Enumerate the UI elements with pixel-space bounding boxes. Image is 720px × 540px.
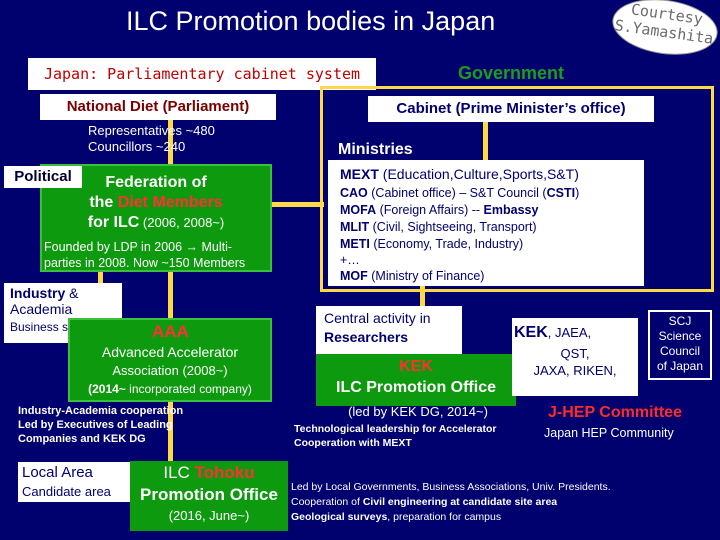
industry-academia-box: Industry & Academia Business sector bbox=[4, 283, 122, 343]
led-line1: Led by Local Governments, Business Assoc… bbox=[291, 481, 611, 493]
scj-line1: SCJ bbox=[668, 314, 692, 328]
institutes-line1: KEK, JAEA, bbox=[514, 324, 592, 341]
ministry-mlit: MLIT (Civil, Sightseeing, Transport) bbox=[340, 220, 537, 234]
political-label: Political bbox=[4, 166, 82, 188]
industry-label: Industry & bbox=[10, 285, 79, 301]
connector-ministries bbox=[483, 122, 488, 162]
government-box bbox=[320, 86, 714, 292]
ministry-others: +… bbox=[340, 253, 360, 267]
universities: Universities bbox=[529, 380, 621, 397]
cabinet: Cabinet (Prime Minister’s office) bbox=[368, 96, 654, 122]
central-activity-box: Central activity in Researchers bbox=[316, 306, 462, 356]
led-line2: Cooperation of Civil engineering at cand… bbox=[291, 496, 558, 508]
led-line3: Geological surveys, preparation for camp… bbox=[291, 511, 502, 523]
scj-line4: of Japan bbox=[656, 359, 704, 373]
local-led-description: Led by Local Governments, Business Assoc… bbox=[291, 480, 611, 525]
aaa-name: AAA bbox=[152, 322, 189, 341]
scj-line2: Science bbox=[658, 329, 702, 343]
kek-office-led: (led by KEK DG, 2014~) bbox=[348, 404, 488, 419]
candidate-area-label: Candidate area bbox=[22, 484, 111, 499]
aaa-line1: Advanced Accelerator bbox=[101, 344, 239, 360]
research-institutes-box: KEK, JAEA, QST, JAXA, RIKEN, bbox=[512, 318, 638, 396]
councillors: Councillors ~240 bbox=[88, 139, 186, 154]
federation-founded-2: parties in 2008. Now ~150 Members bbox=[44, 256, 246, 270]
tohoku-line3: (2016, June~) bbox=[168, 508, 250, 523]
federation-founded-1: Founded by LDP in 2006 → Multi- bbox=[44, 240, 233, 254]
iac-line2: Led by Executives of Leading bbox=[18, 419, 173, 431]
local-area-box: Local Area Candidate area bbox=[18, 462, 130, 502]
ministry-mofa: MOFA (Foreign Affairs) -- Embassy bbox=[340, 203, 539, 217]
ilc-tohoku-office: ILC Tohoku Promotion Office (2016, June~… bbox=[130, 461, 288, 531]
local-area-label: Local Area bbox=[22, 464, 93, 481]
federation-line3: for ILC (2006, 2008~) bbox=[87, 214, 225, 231]
page-title: ILC Promotion bodies in Japan bbox=[126, 6, 496, 36]
kek-office-title: ILC Promotion Office bbox=[336, 379, 496, 396]
federation-line1: Federation of bbox=[105, 174, 207, 191]
diet-members: Representatives ~480 Councillors ~240 bbox=[88, 123, 215, 155]
aaa-line2: Association (2008~) bbox=[112, 363, 228, 378]
scj-line3: Council bbox=[659, 344, 701, 358]
institutes-jaxa: JAXA, RIKEN, bbox=[533, 363, 617, 378]
kek-promotion-office: KEK ILC Promotion Office bbox=[316, 354, 516, 406]
institutes-qst: QST, bbox=[560, 346, 590, 361]
central-line2: Researchers bbox=[324, 329, 409, 345]
connector-horizontal bbox=[272, 202, 324, 207]
government-label: Government bbox=[458, 63, 565, 83]
ministry-meti: METI (Economy, Trade, Industry) bbox=[340, 237, 524, 251]
technological-leadership: Technological leadership for Accelerator… bbox=[294, 422, 496, 450]
aaa-box: AAA Advanced Accelerator Association (20… bbox=[68, 318, 272, 402]
aaa-line3: (2014~ incorporated company) bbox=[88, 382, 252, 396]
federation-box: Federation of the Diet Members for ILC (… bbox=[40, 164, 272, 272]
system-label: Japan: Parliamentary cabinet system bbox=[28, 58, 376, 90]
national-diet: National Diet (Parliament) bbox=[40, 94, 276, 120]
tech-line2: Cooperation with MEXT bbox=[294, 437, 412, 449]
tohoku-line2: Promotion Office bbox=[140, 485, 278, 504]
ministry-mof: MOF (Ministry of Finance) bbox=[340, 269, 485, 283]
industry-academia-cooperation: Industry-Academia cooperation Led by Exe… bbox=[18, 404, 183, 446]
federation-line2: the Diet Members bbox=[89, 194, 223, 211]
tohoku-line1: ILC Tohoku bbox=[163, 463, 255, 482]
jhep-community: Japan HEP Community bbox=[544, 426, 674, 440]
representatives: Representatives ~480 bbox=[88, 123, 215, 138]
ministries-label: Ministries bbox=[338, 141, 413, 158]
jhep-committee: J-HEP Committee bbox=[548, 404, 682, 421]
central-line1: Central activity in bbox=[324, 310, 431, 326]
scj-box: SCJ Science Council of Japan bbox=[648, 310, 712, 380]
kek-office-kek: KEK bbox=[399, 358, 433, 375]
academia-label: Academia bbox=[10, 301, 73, 317]
ministry-mext: MEXT (Education,Culture,Sports,S&T) bbox=[340, 166, 579, 182]
iac-line3: Companies and KEK DG bbox=[18, 433, 146, 445]
ministry-cao: CAO (Cabinet office) – S&T Council (CSTI… bbox=[340, 186, 580, 200]
iac-line1: Industry-Academia cooperation bbox=[18, 405, 184, 417]
tech-line1: Technological leadership for Accelerator bbox=[294, 423, 497, 435]
ministries-box: MEXT (Education,Culture,Sports,S&T) CAO … bbox=[328, 160, 644, 286]
connector-kek bbox=[420, 286, 425, 308]
connector-diet-right bbox=[168, 120, 173, 468]
